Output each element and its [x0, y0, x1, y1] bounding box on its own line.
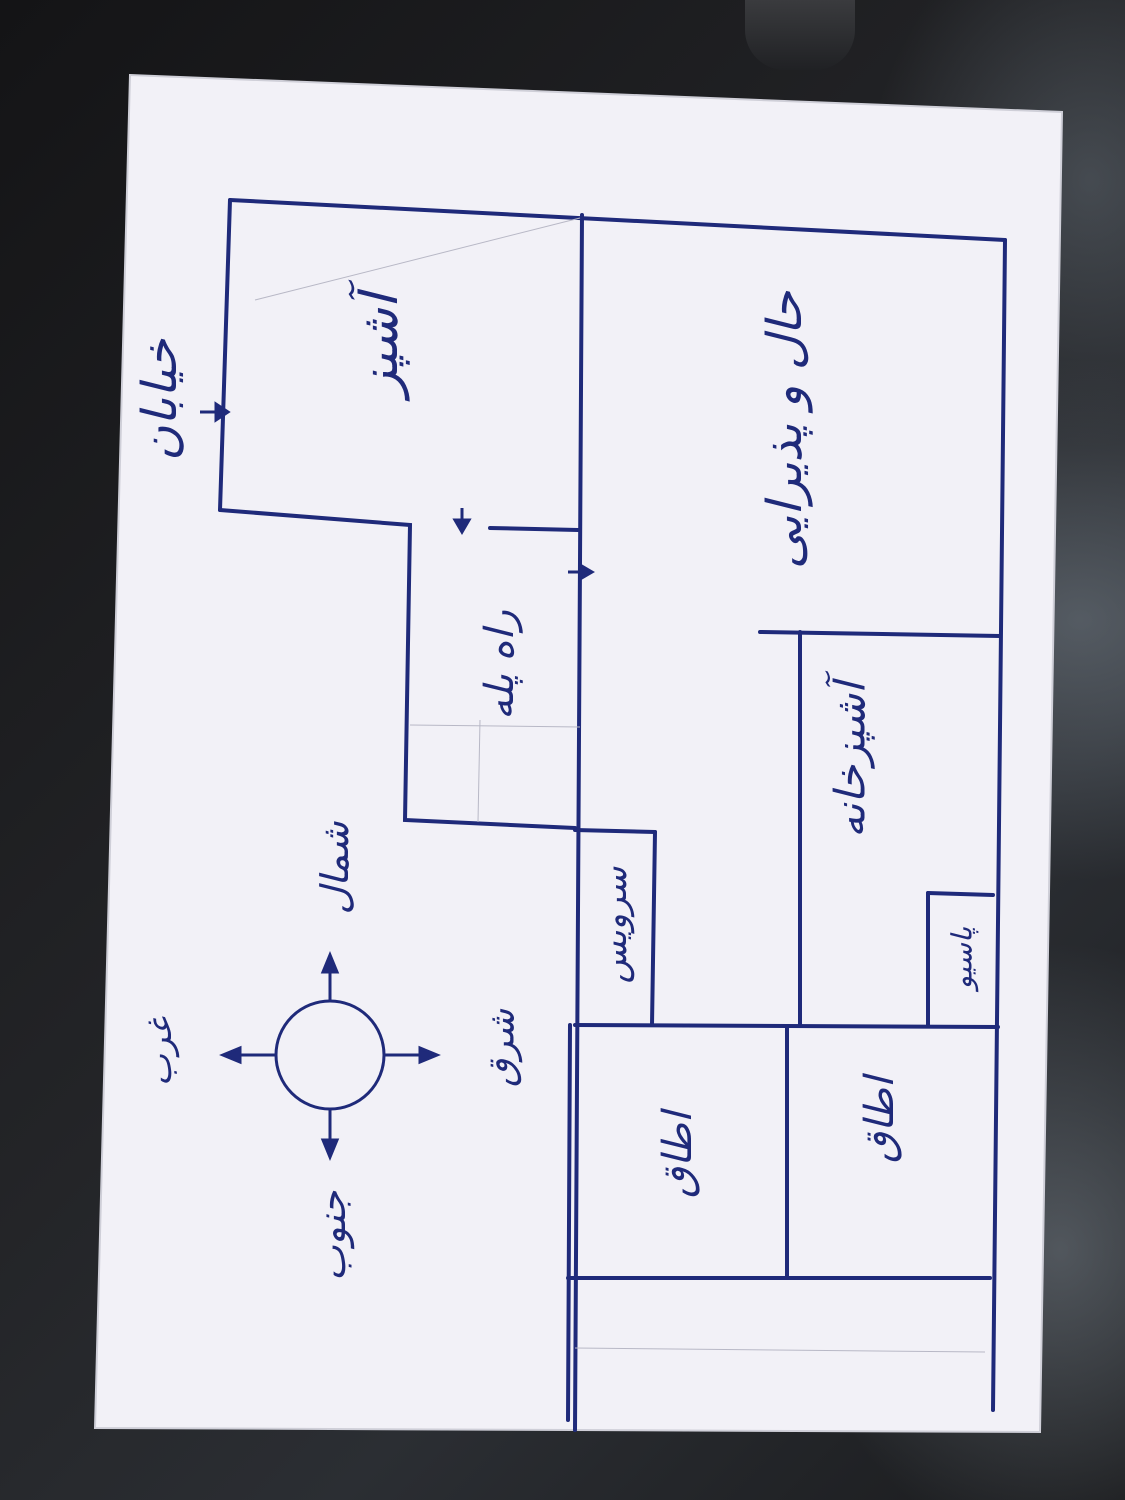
compass-east-label: شرق [481, 1009, 523, 1087]
entrance-arrows [200, 401, 595, 582]
compass-north-label: شمال [313, 821, 357, 915]
compass-rose [219, 951, 441, 1161]
hall-label: حال و پذیرایی [757, 291, 813, 569]
service-label: سرویس [595, 866, 635, 984]
compass-south-label: جنوب [310, 1190, 354, 1282]
street-label: خیابان [132, 338, 188, 462]
stairs-label: راه پله [477, 610, 523, 720]
kitchen-label: آشپزخانه [825, 682, 875, 838]
bath-label: پاسیو [945, 926, 979, 990]
walls [218, 198, 1007, 1432]
compass-west-label: غرب [140, 1017, 180, 1087]
bedroom-bottom-label: اطاق [857, 1076, 903, 1164]
pencil-guides [254, 217, 986, 1353]
yard-label: آشپز [350, 293, 410, 397]
background-object [745, 0, 855, 70]
bedroom-top-label: اطاق [655, 1111, 701, 1199]
